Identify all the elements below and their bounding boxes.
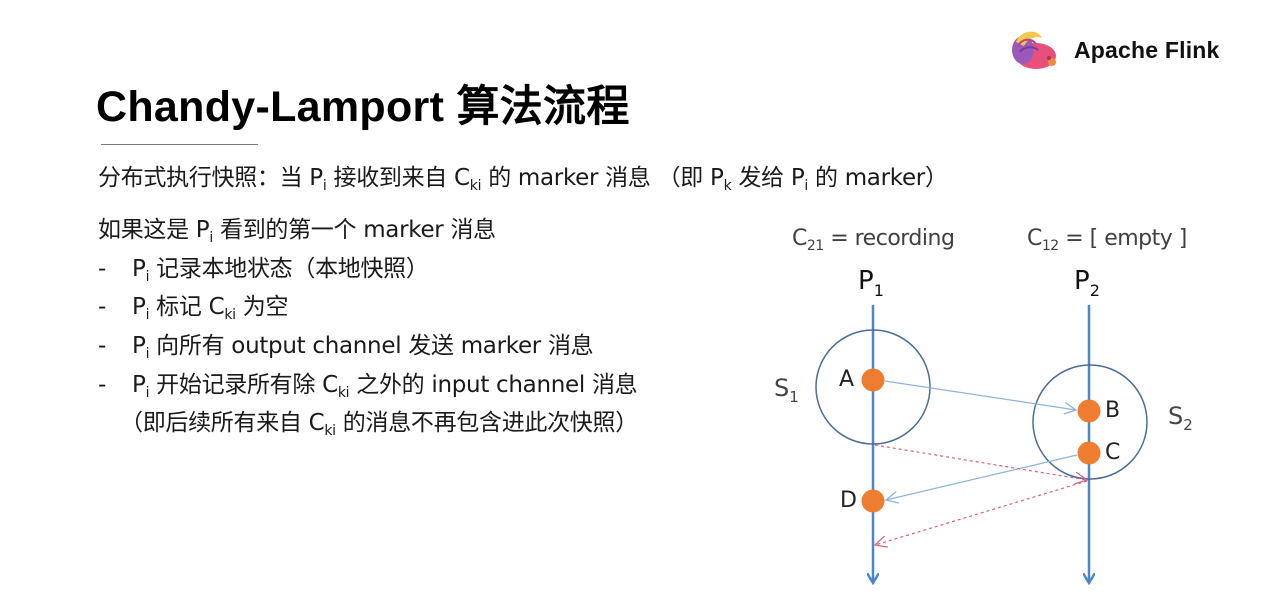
event-d-label: D: [840, 488, 857, 513]
subscript: 2: [1183, 416, 1193, 434]
step-text: 向所有 output channel 发送 marker 消息: [149, 333, 594, 359]
condition-text: 看到的第一个 marker 消息: [212, 217, 496, 243]
intro-text: 的 marker 消息 （即 P: [481, 165, 724, 191]
subscript: 2: [1089, 281, 1100, 300]
event-c-label: C: [1105, 440, 1121, 465]
subscript: ki: [337, 385, 350, 401]
snapshot-s2-circle: [1032, 364, 1148, 480]
marker-p2-to-p1: [875, 480, 1088, 545]
subscript: i: [145, 307, 150, 323]
subscript: 1: [789, 388, 799, 406]
note-line: （即后续所有来自 Cki 的消息不再包含进此次快照）: [120, 403, 638, 439]
event-b-label: B: [1105, 398, 1121, 423]
subscript: 1: [873, 281, 884, 300]
step-text: 为空: [235, 294, 289, 320]
event-b-dot: [1077, 399, 1101, 423]
note-text: （即后续所有来自 C: [120, 410, 325, 436]
intro-text: 的 marker）: [807, 165, 948, 191]
subscript: 12: [1041, 238, 1059, 254]
process-name: P: [858, 266, 874, 296]
intro-text: 接收到来自 C: [326, 165, 470, 191]
process-symbol: P: [132, 294, 146, 320]
snapshot-s1-label: S1: [774, 374, 799, 405]
condition-text: 如果这是 P: [98, 217, 210, 243]
subscript: i: [145, 385, 150, 401]
subscript: i: [322, 178, 327, 194]
channel-c21-label: C21 = recording: [792, 226, 955, 254]
slide-title: Chandy-Lamport 算法流程: [96, 83, 630, 131]
message-c-to-d: [886, 454, 1078, 500]
subscript: ki: [469, 178, 482, 194]
step-item: -Pi 向所有 output channel 发送 marker 消息: [98, 326, 594, 362]
step-text: 开始记录所有除 C: [149, 372, 338, 398]
flink-squirrel-logo-icon: [1012, 31, 1056, 69]
subscript: i: [804, 178, 808, 194]
intro-text: 发给 P: [731, 165, 805, 191]
subscript: i: [209, 230, 213, 246]
subscript: i: [145, 346, 150, 362]
condition-line: 如果这是 Pi 看到的第一个 marker 消息: [98, 210, 496, 246]
channel-c12-label: C12 = [ empty ]: [1027, 226, 1187, 254]
subscript: ki: [224, 307, 236, 323]
step-item: -Pi 开始记录所有除 Cki 之外的 input channel 消息: [98, 365, 638, 401]
snapshot-s1-circle: [815, 329, 931, 445]
event-a-dot: [861, 368, 885, 392]
snapshot-s2-label: S2: [1168, 402, 1193, 433]
step-item: -Pi 标记 Cki 为空: [98, 287, 289, 323]
intro-line: 分布式执行快照：当 Pi 接收到来自 Cki 的 marker 消息 （即 Pk…: [98, 158, 948, 194]
marker-p1-to-p2: [874, 444, 1087, 480]
channel-symbol: C: [792, 226, 807, 251]
event-d-dot: [861, 489, 885, 513]
snapshot-name: S: [1168, 402, 1184, 430]
bullet-dash: -: [98, 372, 106, 398]
process-symbol: P: [132, 333, 146, 359]
step-item: -Pi 记录本地状态（本地快照）: [98, 249, 429, 285]
process-symbol: P: [132, 256, 146, 282]
process-name: P: [1074, 266, 1090, 296]
step-text: 之外的 input channel 消息: [349, 372, 638, 398]
channel-symbol: C: [1027, 226, 1042, 251]
bullet-dash: -: [98, 256, 106, 282]
process-symbol: P: [132, 372, 146, 398]
snapshot-name: S: [774, 374, 790, 402]
channel-state: = recording: [823, 226, 955, 251]
subscript: ki: [324, 423, 336, 439]
intro-text: 分布式执行快照：当 P: [98, 165, 323, 191]
subscript: k: [723, 178, 732, 194]
note-text: 的消息不再包含进此次快照）: [335, 410, 638, 436]
event-c-dot: [1077, 441, 1101, 465]
subscript: 21: [806, 238, 824, 254]
step-text: 记录本地状态（本地快照）: [149, 256, 429, 282]
event-a-label: A: [839, 367, 855, 392]
title-underline: [101, 144, 258, 145]
process-p2-label: P2: [1074, 266, 1100, 299]
step-text: 标记 C: [149, 294, 225, 320]
message-a-to-b: [884, 380, 1076, 410]
brand-name: Apache Flink: [1074, 36, 1220, 63]
bullet-dash: -: [98, 333, 106, 359]
apache-flink-logo: Apache Flink: [1008, 28, 1220, 72]
process-p1-label: P1: [858, 266, 884, 299]
channel-state: = [ empty ]: [1058, 226, 1187, 251]
subscript: i: [145, 269, 150, 285]
bullet-dash: -: [98, 294, 106, 320]
